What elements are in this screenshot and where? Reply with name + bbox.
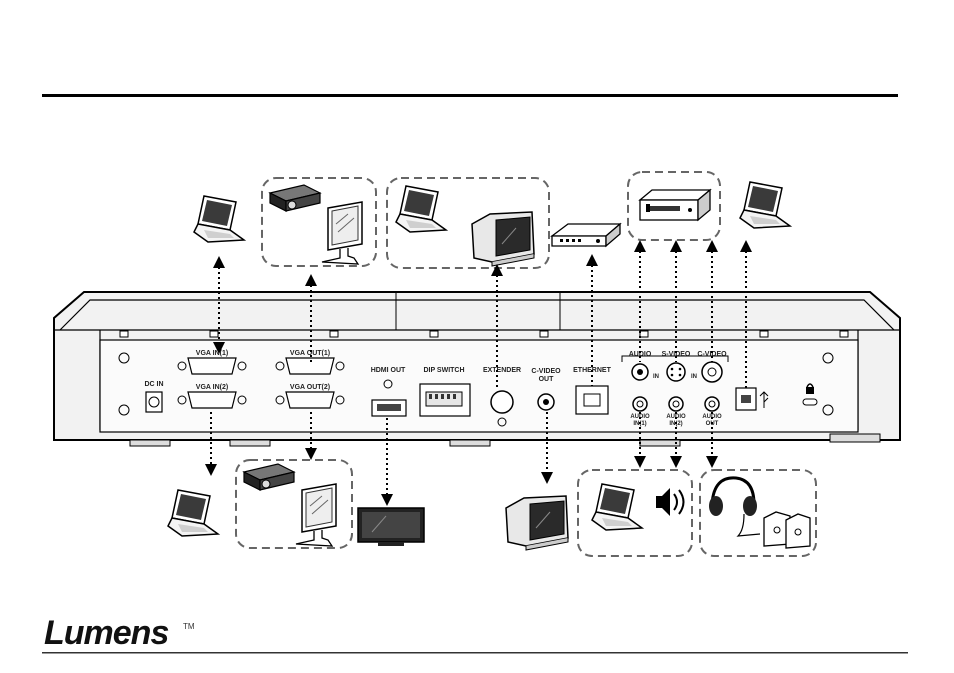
projector-icon: [243, 463, 295, 491]
headphones-icon: [709, 476, 761, 537]
laptop-icon: [739, 181, 791, 229]
tv-icon: [471, 211, 535, 267]
device-rear-panel: [53, 291, 901, 447]
vga-in-2-port: VGA IN(2): [177, 384, 247, 409]
c-video-out-port: C-VIDEO OUT: [531, 368, 561, 411]
extender-device-group: [386, 177, 550, 269]
dc-in-label: DC IN: [144, 381, 163, 388]
c-video-out-label-1: C-VIDEO: [531, 368, 561, 375]
dc-in-port: DC IN: [144, 381, 164, 413]
audio-in-device-group: [577, 469, 693, 557]
footer-rule: [42, 652, 908, 654]
trademark-mark: TM: [183, 622, 195, 631]
monitor-icon: [295, 483, 337, 547]
hdmi-out-label: HDMI OUT: [371, 367, 406, 374]
vga-out-2-device-group: [235, 459, 353, 549]
audio-top-label: AUDIO: [629, 351, 652, 358]
vga-out-2-label: VGA OUT(2): [290, 384, 330, 391]
av-input-group: AUDIO S-VIDEO C-VIDEO IN IN: [621, 351, 729, 383]
extender-label: EXTENDER: [483, 367, 521, 374]
vga-out-1-device-group: [261, 177, 377, 267]
hdmi-tv-icon: [357, 507, 425, 546]
av-source-group: [627, 171, 721, 241]
vga-out-1-label: VGA OUT(1): [290, 350, 330, 357]
monitor-icon: [321, 201, 363, 265]
speaker-icon: [656, 488, 685, 516]
hdmi-out-port: HDMI OUT: [371, 367, 407, 417]
desktop-speakers-icon: [763, 511, 811, 549]
c-video-out-label-2: OUT: [539, 376, 555, 383]
dip-switch-label: DIP SWITCH: [423, 367, 464, 374]
c-video-top-label: C-VIDEO: [697, 351, 727, 358]
vga-out-1-port: VGA OUT(1): [275, 350, 345, 375]
laptop-icon: [193, 195, 245, 243]
in-right-label: IN: [691, 374, 697, 380]
vga-out-2-port: VGA OUT(2): [275, 384, 345, 409]
vga-in-1-port: VGA IN(1): [177, 350, 247, 375]
usb-port: [735, 387, 769, 411]
dip-switch: DIP SWITCH: [419, 367, 471, 417]
projector-icon: [269, 184, 321, 212]
brand-logo: Lumens: [44, 614, 169, 652]
router-icon: [550, 222, 622, 248]
vga-in-1-label: VGA IN(1): [196, 350, 228, 357]
laptop-icon: [591, 483, 643, 531]
in-left-label: IN: [653, 374, 659, 380]
tv-icon: [505, 495, 569, 551]
audio-out-device-group: [699, 469, 817, 557]
laptop-icon: [167, 489, 219, 537]
extender-port: EXTENDER: [483, 367, 521, 427]
lock-slot: [802, 383, 818, 406]
s-video-top-label: S-VIDEO: [662, 351, 691, 358]
vcr-icon: [638, 188, 712, 222]
header-rule: [42, 94, 898, 97]
laptop-icon: [395, 185, 447, 233]
vga-in-2-label: VGA IN(2): [196, 384, 228, 391]
